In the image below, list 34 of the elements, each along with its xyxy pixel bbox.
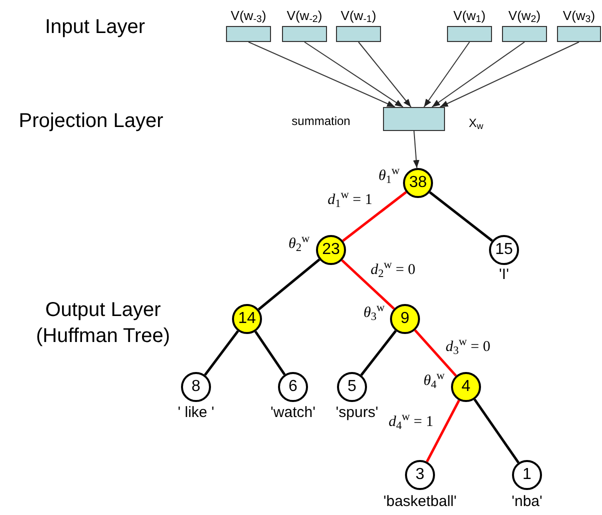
tree-edge	[254, 330, 286, 376]
arrow	[358, 42, 412, 108]
word-label: 'I'	[499, 264, 509, 285]
tree-edge	[204, 330, 239, 376]
tree-edge	[258, 258, 320, 310]
projection-label: summation	[292, 113, 350, 130]
vector-label: V(w$_{-2}$)	[286, 7, 322, 26]
tree-edge	[429, 191, 493, 242]
vector-label: V(w$_{2}$)	[508, 7, 541, 26]
tree-edge	[426, 400, 460, 462]
tree-edge	[341, 259, 395, 310]
word-label: 'basketball'	[383, 492, 457, 512]
projection-label: X$_{w}$	[468, 115, 484, 132]
word-label: 'watch'	[270, 402, 316, 423]
arrow	[304, 42, 404, 108]
vector-label: V(w$_{-1}$)	[340, 7, 376, 26]
arrow	[413, 130, 420, 169]
vector-label: V(w$_{3}$)	[562, 7, 596, 26]
tree-edge	[474, 398, 520, 464]
layer-label: Projection Layer	[18, 109, 164, 134]
layer-label: Input Layer	[44, 15, 146, 40]
tree-edge	[342, 191, 407, 242]
arrow	[440, 42, 580, 108]
layer-label: Output Layer (Huffman Tree)	[34, 298, 172, 349]
arrow	[248, 42, 396, 108]
arrow	[432, 42, 525, 108]
vector-label: V(w$_{1}$)	[453, 7, 486, 26]
vector-label: V(w$_{-3}$)	[230, 7, 266, 26]
word-label: ' like '	[178, 402, 214, 423]
word-label: 'spurs'	[336, 402, 378, 423]
tree-edge	[414, 329, 457, 377]
projection-box	[383, 107, 445, 131]
word-label: 'nba'	[512, 492, 542, 512]
arrow	[424, 42, 470, 108]
